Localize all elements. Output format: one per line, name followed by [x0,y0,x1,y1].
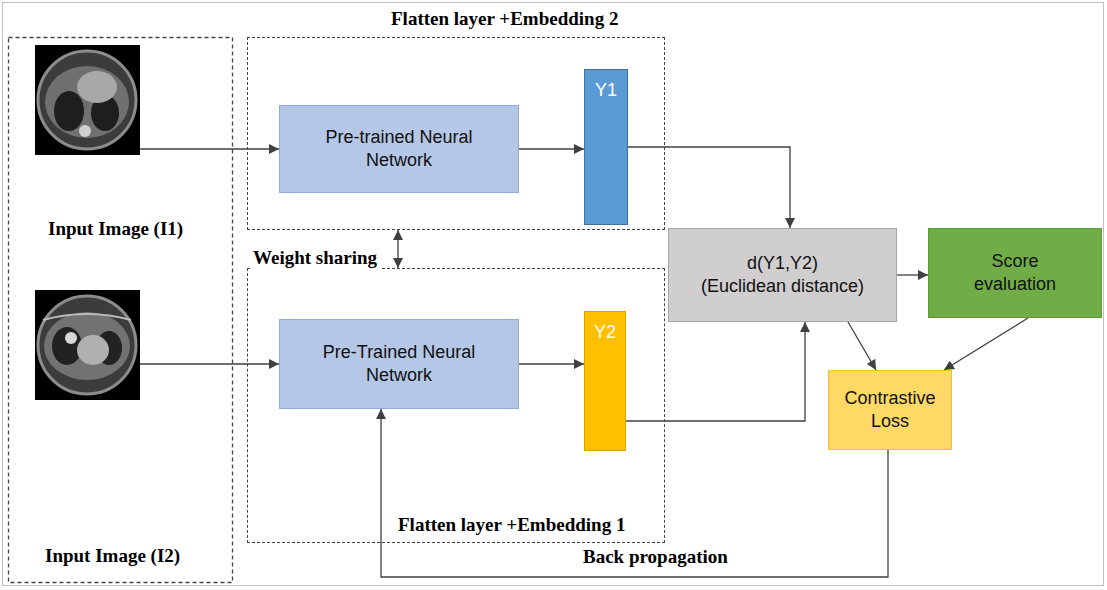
network-box: Pre-Trained Neural Network [279,319,519,409]
node-text: Contrastive Loss [839,387,941,434]
connector-arrow [381,409,888,577]
connector-arrow [140,363,279,364]
node-text: d(Y1,Y2) [747,252,818,275]
connector-arrow [848,322,876,370]
distance-box: d(Y1,Y2)(Euclidean distance) [668,228,897,322]
node-text: (Euclidean distance) [701,275,864,298]
input-image: Input Image (I2) [35,290,140,400]
ct-scan-image [35,290,140,400]
heading-label: Flatten layer +Embedding 2 [391,8,618,30]
heading-label: Input Image (I2) [45,545,180,567]
node-text: Y2 [594,322,616,343]
connector-arrow [519,363,584,364]
connector-arrow [397,230,398,268]
connector-arrow [626,322,805,421]
score-box: Score evaluation [928,228,1102,318]
node-text: Y1 [595,80,617,101]
connector-arrow [519,148,584,149]
embedding-vector: Y1 [584,69,628,225]
connector-arrow [628,147,790,228]
figure-frame [3,3,1104,586]
embedding-vector: Y2 [584,311,626,451]
connector-arrow [897,274,928,275]
node-text: Pre-Trained Neural Network [290,341,508,388]
input-image: Input Image (I1) [35,45,140,155]
network-box: Pre-trained Neural Network [279,105,519,193]
connector-arrow [140,148,279,149]
heading-label: Flatten layer +Embedding 1 [398,514,625,536]
node-text: Score evaluation [949,250,1081,297]
ct-scan-image [35,45,140,155]
heading-label: Input Image (I1) [48,218,183,240]
embedding-group: Pre-Trained Neural Network Y2Flatten laye… [247,268,665,543]
connector-arrow [944,318,1028,370]
embedding-group: Pre-trained Neural NetworkY1Flatten laye… [247,37,665,230]
node-text: Pre-trained Neural Network [290,126,508,173]
input-group-box [9,38,233,583]
loss-box: Contrastive Loss [828,370,952,450]
edge-label: Back propagation [580,546,731,568]
free-label: Weight sharing [250,247,380,269]
